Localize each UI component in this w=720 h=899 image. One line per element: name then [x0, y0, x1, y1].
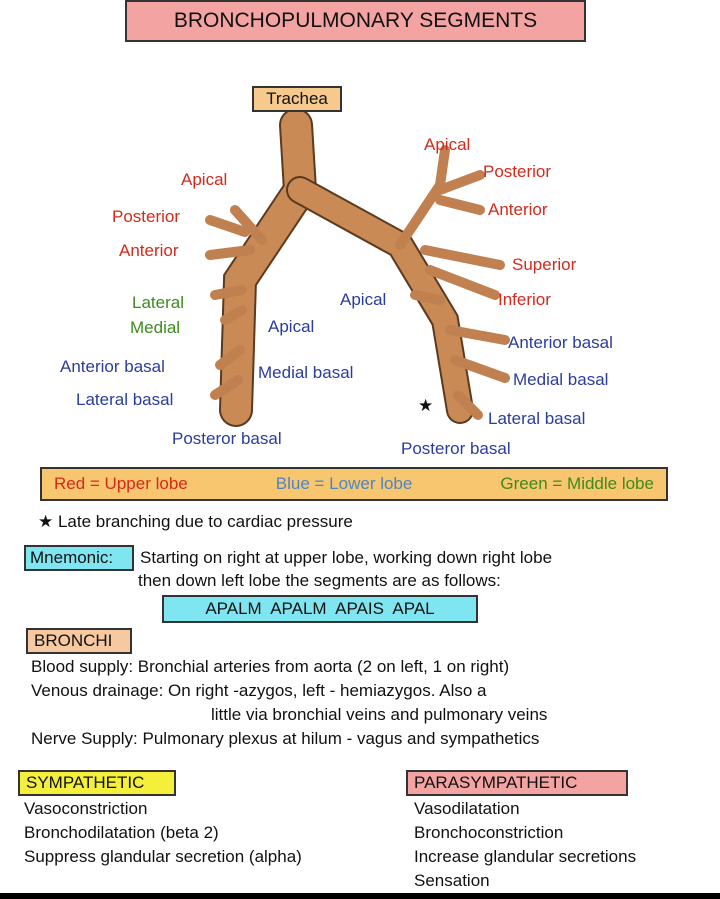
- right-lateral-basal: Lateral basal: [76, 390, 174, 409]
- legend-green: Green = Middle lobe: [500, 474, 654, 493]
- left-medial-basal: Medial basal: [513, 370, 609, 389]
- mnemonic-code: APALM APALM APAIS APAL: [162, 595, 478, 623]
- star-icon: ★: [418, 396, 434, 415]
- left-apical: Apical: [424, 135, 471, 154]
- left-inferior: Inferior: [498, 290, 551, 309]
- right-posterior: Posterior: [112, 207, 181, 226]
- parasympathetic-item: Increase glandular secretions: [414, 847, 637, 866]
- bronchi-heading: BRONCHI: [26, 628, 132, 654]
- right-lateral: Lateral: [132, 293, 184, 312]
- blood-supply: Blood supply: Bronchial arteries from ao…: [31, 657, 510, 676]
- mnemonic-line-1: Starting on right at upper lobe, working…: [140, 548, 553, 567]
- right-apical-lower: Apical: [268, 317, 315, 336]
- mnemonic-line-2: then down left lobe the segments are as …: [138, 571, 501, 590]
- bottom-bar: [0, 893, 720, 899]
- left-posterior-basal: Posteror basal: [401, 439, 511, 458]
- sympathetic-item: Vasoconstriction: [24, 799, 148, 818]
- title-box: BRONCHOPULMONARY SEGMENTS: [125, 0, 586, 42]
- venous-drainage-1: Venous drainage: On right -azygos, left …: [31, 681, 487, 700]
- right-apical: Apical: [181, 170, 228, 189]
- mnemonic-label: Mnemonic:: [24, 545, 134, 571]
- left-apical-lower: Apical: [340, 290, 387, 309]
- left-posterior: Posterior: [483, 162, 552, 181]
- venous-drainage-2: little via bronchial veins and pulmonary…: [211, 705, 548, 724]
- parasympathetic-item: Sensation: [414, 871, 490, 890]
- late-branching-note: ★ Late branching due to cardiac pressure: [38, 512, 353, 531]
- legend-blue: Blue = Lower lobe: [275, 474, 413, 493]
- sympathetic-item: Bronchodilatation (beta 2): [24, 823, 219, 842]
- parasympathetic-item: Vasodilatation: [414, 799, 520, 818]
- parasympathetic-heading: PARASYMPATHETIC: [406, 770, 628, 796]
- right-medial: Medial: [130, 318, 181, 337]
- page-title: BRONCHOPULMONARY SEGMENTS: [173, 9, 538, 32]
- left-anterior: Anterior: [488, 200, 548, 219]
- left-superior: Superior: [512, 255, 577, 274]
- left-anterior-basal: Anterior basal: [508, 333, 613, 352]
- sympathetic-heading: SYMPATHETIC: [18, 770, 176, 796]
- right-medial-basal: Medial basal: [258, 363, 354, 382]
- right-posterior-basal: Posteror basal: [172, 429, 282, 448]
- color-legend: Red = Upper lobe Blue = Lower lobe Green…: [40, 467, 668, 501]
- nerve-supply: Nerve Supply: Pulmonary plexus at hilum …: [31, 729, 540, 748]
- left-lateral-basal: Lateral basal: [488, 409, 586, 428]
- parasympathetic-item: Bronchoconstriction: [414, 823, 564, 842]
- sympathetic-item: Suppress glandular secretion (alpha): [24, 847, 302, 866]
- legend-red: Red = Upper lobe: [54, 474, 188, 493]
- bronchial-tree-illustration: [205, 108, 510, 427]
- right-anterior-basal: Anterior basal: [60, 357, 165, 376]
- trachea-label: Trachea: [252, 86, 342, 112]
- right-anterior: Anterior: [119, 241, 179, 260]
